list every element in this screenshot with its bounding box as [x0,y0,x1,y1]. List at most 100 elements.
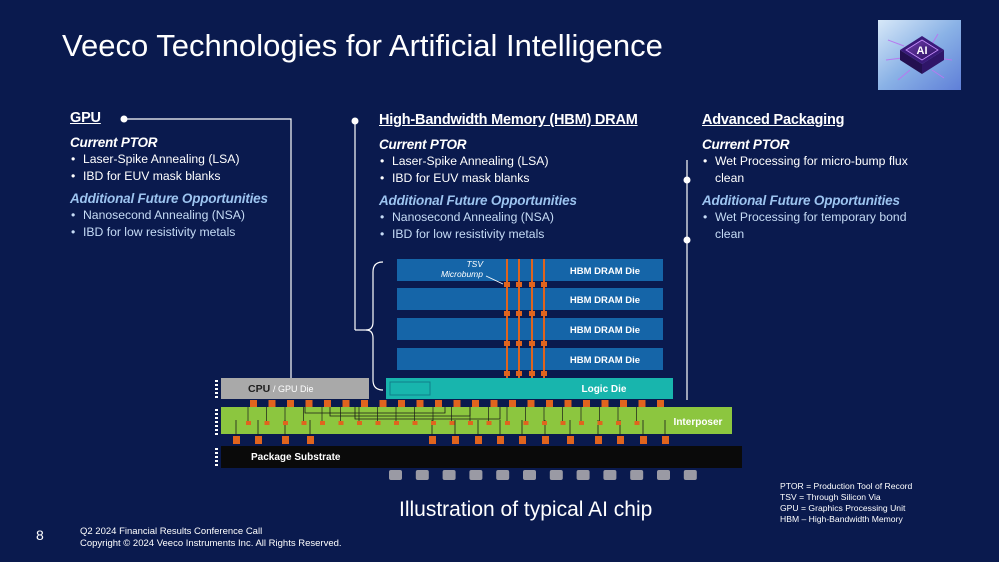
edge-dot [215,421,218,423]
bump [542,436,549,444]
via-pad [338,421,344,425]
via-pad [560,421,566,425]
via-pad [597,421,603,425]
edge-dot [215,380,218,382]
edge-dot [215,409,218,411]
legend-line: PTOR = Production Tool of Record [780,481,913,491]
footer: Q2 2024 Financial Results Conference Cal… [80,526,342,550]
list-item: Laser-Spike Annealing (LSA) [379,153,669,170]
bump [416,400,424,407]
bump [250,400,257,407]
interposer [221,407,732,434]
via-pad [579,421,584,425]
hbm-die-label: HBM DRAM Die [570,295,640,306]
via-pad [523,421,529,425]
bump [305,400,313,407]
packaging-heading: Advanced Packaging [702,112,845,128]
edge-dot [215,384,218,386]
microbump [504,282,510,287]
microbump [504,341,510,346]
microbump [516,311,522,316]
logic-die-label: Logic Die [581,384,626,395]
hbm-die-4 [397,348,663,370]
packaging-column: Advanced Packaging Current PTOR Wet Proc… [702,112,942,242]
via-pad [301,421,307,425]
microbump [504,371,510,376]
edge-dot [215,388,218,390]
via-pad [449,421,455,425]
bump [379,400,387,407]
bump [546,400,553,407]
edge-dots [215,380,218,466]
list-item: Laser-Spike Annealing (LSA) [70,151,315,168]
bump [490,400,498,407]
bump [638,400,646,407]
edge-dot [215,429,218,431]
microbump [529,311,535,316]
solder-ball [442,470,456,480]
list-item: IBD for EUV mask blanks [70,168,315,185]
edge-dot [215,456,218,458]
hbm-future-label: Additional Future Opportunities [379,193,577,208]
ai-chip-image: AI [878,20,961,90]
packaging-current-label: Current PTOR [702,137,790,152]
edge-dot [215,396,218,398]
hbm-die-label: HBM DRAM Die [570,325,640,336]
hbm-bracket [365,261,384,391]
microbump [541,282,547,287]
solder-ball [415,470,429,480]
list-item: Wet Processing for micro-bump flux clean [702,153,927,186]
via-pad [542,421,547,425]
hbm-heading: High-Bandwidth Memory (HBM) DRAM [379,112,638,128]
list-item: IBD for low resistivity metals [70,224,315,241]
edge-dot [215,452,218,454]
bump [662,436,669,444]
legend-line: GPU = Graphics Processing Unit [780,503,906,513]
logic-die [386,378,673,399]
packaging-future-label: Additional Future Opportunities [702,193,900,208]
solder-ball [657,470,670,480]
hbm-connector-dot [351,117,359,125]
interposer-label: Interposer [674,417,723,428]
via-pad [505,421,510,425]
gpu-column: GPU Current PTOR Laser-Spike Annealing (… [70,110,315,240]
microbump [504,311,510,316]
bump [497,436,504,444]
footer-line: Copyright © 2024 Veeco Instruments Inc. … [80,538,342,549]
solder-ball [603,470,617,480]
bump [255,436,262,444]
solder-ball [496,470,510,480]
microbump [529,371,535,376]
hbm-die-2 [397,288,663,310]
list-item: IBD for EUV mask blanks [379,170,669,187]
edge-dot [215,460,218,462]
bump-group [233,400,669,444]
connector-lines [124,118,688,400]
bump [595,436,602,444]
gpu-connector [124,118,292,380]
microbump [516,282,522,287]
solder-ball [389,470,402,480]
bump [519,436,526,444]
bump [342,400,350,407]
tsv-label: TSV [466,259,484,269]
package-substrate [221,446,742,468]
gpu-future-list: Nanosecond Annealing (NSA) IBD for low r… [70,207,315,240]
hbm-current-label: Current PTOR [379,137,467,152]
hbm-column: High-Bandwidth Memory (HBM) DRAM Current… [379,112,669,242]
bump [472,400,479,407]
bump [307,436,314,444]
solder-ball [469,470,483,480]
via-pad [412,421,418,425]
via-pad [394,421,399,425]
microbump [541,311,547,316]
bump [617,436,624,444]
via-pad [431,421,436,425]
hbm-die-label: HBM DRAM Die [570,266,640,277]
bump [567,436,574,444]
via-pad [616,421,621,425]
microbump [529,282,535,287]
packaging-dot-2 [683,236,691,244]
cpu-label: CPU [248,383,270,395]
edge-dot [215,417,218,419]
